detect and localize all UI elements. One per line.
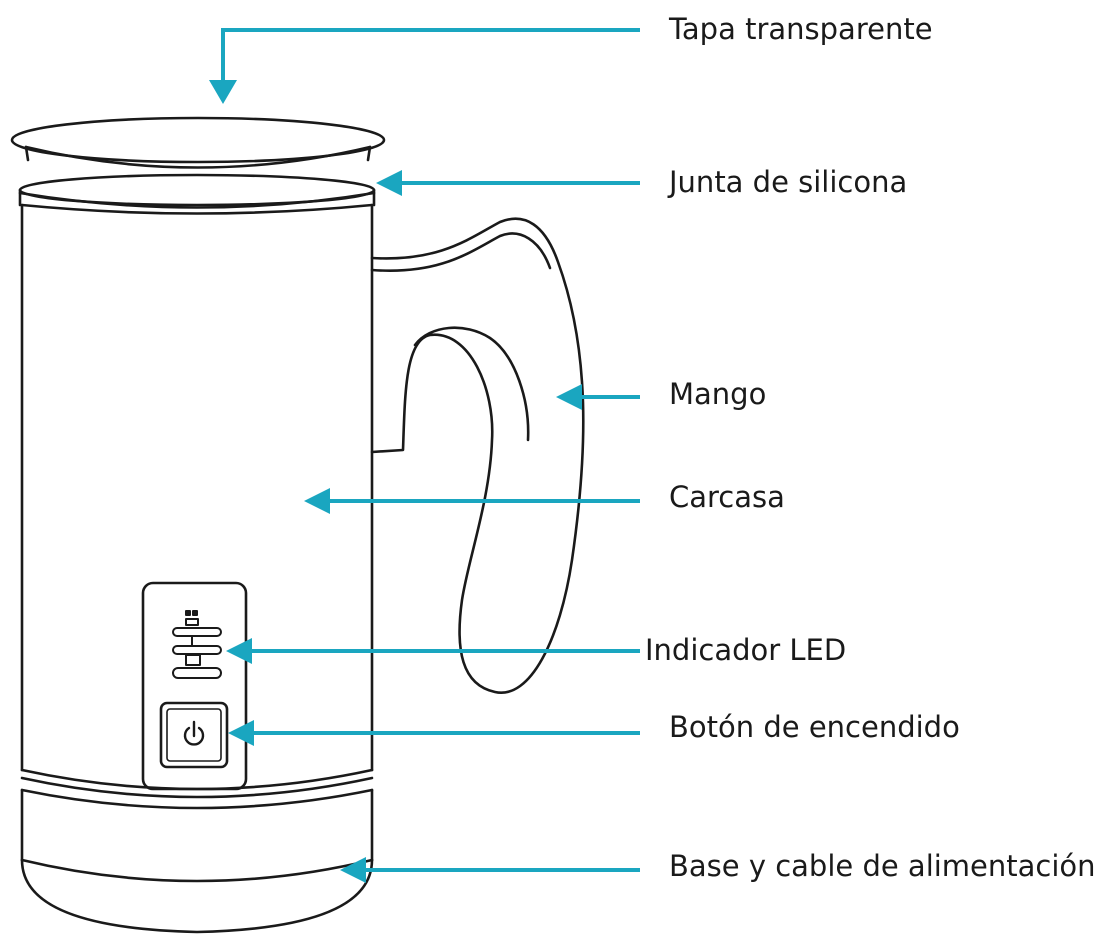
silicone-gasket: [18, 173, 376, 209]
label-housing: Carcasa: [669, 480, 785, 514]
callout-power-button: [228, 720, 640, 746]
base: [20, 768, 374, 934]
callout-lid: [209, 28, 640, 104]
callout-led: [226, 638, 640, 664]
label-handle: Mango: [669, 377, 767, 411]
callout-housing: [304, 488, 640, 514]
label-power-button: Botón de encendido: [669, 710, 960, 744]
label-base-and-cable: Base y cable de alimentación: [669, 849, 1096, 883]
callout-gasket: [376, 170, 640, 196]
label-transparent-lid: Tapa transparente: [669, 12, 933, 46]
handle: [370, 217, 585, 694]
power-icon: [183, 720, 205, 746]
froth-indicator-icon: [172, 610, 222, 647]
label-led-indicator: Indicador LED: [645, 633, 847, 667]
callout-handle: [556, 384, 640, 410]
label-silicone-gasket: Junta de silicona: [669, 165, 908, 199]
transparent-lid: [10, 116, 386, 169]
power-button[interactable]: [159, 701, 229, 769]
callout-base: [340, 857, 640, 883]
heat-indicator-icon: [172, 645, 222, 679]
housing-body: [20, 203, 374, 772]
